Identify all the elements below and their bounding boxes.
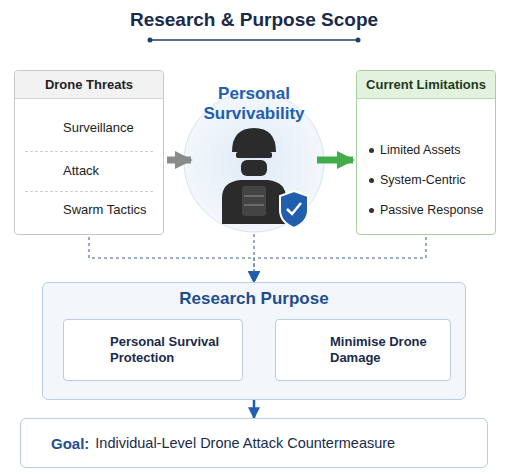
separator-line bbox=[25, 151, 153, 152]
bullet-dot bbox=[369, 178, 374, 183]
node-label: Minimise Drone Damage bbox=[330, 334, 444, 366]
panel-heading: Research Purpose bbox=[43, 283, 465, 309]
limitation-item: Limited Assets bbox=[369, 139, 491, 161]
threat-item: Surveillance bbox=[63, 117, 159, 139]
connector-arrow bbox=[89, 237, 254, 282]
survivability-node: Personal Survivability bbox=[194, 84, 314, 234]
connector-arrow bbox=[317, 157, 353, 164]
node-label: System-Centric bbox=[380, 169, 491, 191]
goal-box: Goal: Individual-Level Drone Attack Count… bbox=[20, 418, 488, 468]
threat-item: Attack bbox=[63, 160, 159, 182]
soldier-icon bbox=[222, 128, 286, 224]
title-underline bbox=[148, 38, 361, 43]
node-label: Passive Response bbox=[380, 199, 491, 221]
purpose-panel: Research PurposePersonal Survival Protec… bbox=[42, 282, 466, 400]
connector-arrow bbox=[253, 400, 256, 418]
separator-line bbox=[25, 191, 153, 192]
node-label: Surveillance bbox=[63, 117, 159, 139]
panel-heading: Drone Threats bbox=[15, 71, 163, 99]
node-label: Goal: bbox=[51, 435, 89, 452]
threats-panel: Drone ThreatsSurveillanceAttackSwarm Tac… bbox=[14, 70, 164, 235]
node-label: Personal Survival Protection bbox=[110, 334, 236, 366]
limitation-item: System-Centric bbox=[369, 169, 491, 191]
purpose-box: Personal Survival Protection bbox=[63, 319, 243, 381]
node-label: Swarm Tactics bbox=[63, 199, 159, 221]
purpose-box: Minimise Drone Damage bbox=[275, 319, 451, 381]
threat-item: Swarm Tactics bbox=[63, 199, 159, 221]
panel-heading: Current Limitations bbox=[357, 71, 495, 99]
bullet-dot bbox=[369, 148, 374, 153]
node-label: Personal Survivability bbox=[194, 84, 314, 124]
connector-arrow bbox=[254, 237, 426, 282]
node-label: Attack bbox=[63, 160, 159, 182]
shield-check-icon bbox=[280, 191, 308, 228]
limitation-item: Passive Response bbox=[369, 199, 491, 221]
node-label: Individual-Level Drone Attack Countermea… bbox=[95, 435, 395, 451]
diagram-title: Research & Purpose Scope bbox=[0, 9, 508, 31]
limitations-panel: Current LimitationsLimited AssetsSystem-… bbox=[356, 70, 496, 235]
connector-arrow bbox=[167, 157, 191, 164]
bullet-dot bbox=[369, 208, 374, 213]
node-label: Limited Assets bbox=[380, 139, 491, 161]
